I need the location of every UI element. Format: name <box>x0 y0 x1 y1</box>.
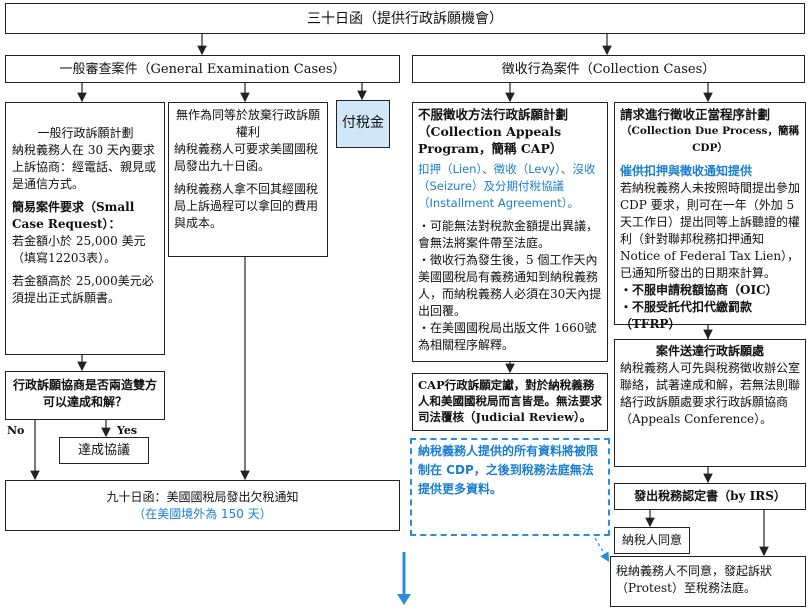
cap-blue-text: 扣押（Lien）、徵收（Levy）、沒收（Seizure）及分期付稅協議（Ins… <box>418 162 596 210</box>
pay-tax-label: 付稅金 <box>342 115 384 131</box>
general-examination-title: 一般審查案件（General Examination Cases） <box>59 62 346 77</box>
cap-box: 不服徵收方法行政訴願計劃（Collection Appeals Program，… <box>412 102 608 362</box>
thirty-day-letter-box: 三十日函（提供行政訴願機會） <box>5 3 805 34</box>
cap-bullet-1: ‧可能無法對稅款金額提出異議，會無法將案件帶至法庭。 <box>418 219 599 250</box>
no-label: No <box>7 424 25 437</box>
general-examination-box: 一般審查案件（General Examination Cases） <box>5 55 400 83</box>
thirty-day-letter-title: 三十日函（提供行政訴願機會） <box>307 11 503 27</box>
appeal-plan-box: 一般行政訴願計劃 納稅義務人在 30 天內要求上訴協商：經電話、親見或是通信方式… <box>5 102 165 355</box>
collection-cases-box: 徵收行為案件（Collection Cases） <box>412 55 805 83</box>
small-case-text-1: 若金額小於 25,000 美元（填寫12203表）。 <box>12 234 146 265</box>
cap-note-text: 納稅義務人提供的所有資料將被限制在 CDP，之後到稅務法庭無法提供更多資料。 <box>418 444 599 496</box>
cdp-text: 若納稅義務人未按照時間提出參加 CDP 要求，則可在一年（外加 5 天工作日）提… <box>620 181 801 280</box>
cdp-bullet-1: ‧不服申請稅額協商（OIC） <box>620 283 778 297</box>
settled-label: 達成協議 <box>77 443 130 458</box>
cdp-box: 請求進行徵收正當程序計劃 （Collection Due Process，簡稱 … <box>614 102 806 331</box>
cap-title: 不服徵收方法行政訴願計劃（Collection Appeals Program，… <box>418 107 569 156</box>
cdp-bullet-2: ‧不服受託代扣代繳罰款（TFRP） <box>620 300 753 331</box>
taxpayer-disagrees-box: 稅納義務人不同意，發起訴狀（Protest）至稅務法庭。 <box>610 556 806 607</box>
cap-bullet-2: ‧徵收行為發生後，5 個工作天內美國國稅局有義務通知到納稅義務人，而納稅義務人必… <box>418 253 602 318</box>
cap-decision-text: CAP行政訴願定讞，對於納稅義務人和美國國稅局而言皆是。無法要求司法覆核（Jud… <box>418 378 602 424</box>
waiver-text-1: 納稅義務人可要求美國國稅局發出九十日函。 <box>174 142 319 173</box>
settlement-question-text: 行政訴願協商是否兩造雙方可以達成和解？ <box>12 378 157 409</box>
waiver-title: 無作為同等於放棄行政訴願權利 <box>175 108 320 139</box>
appeals-office-box: 案件送達行政訴願處 納稅義務人可先與稅務徵收辦公室聯絡，試著達成和解，若無法則聯… <box>614 339 806 467</box>
cdp-subtitle: （Collection Due Process，簡稱 CDP） <box>621 125 799 154</box>
settled-box: 達成協議 <box>59 437 149 464</box>
determination-box: 發出稅務認定書（by IRS） <box>614 483 806 510</box>
cap-decision-box: CAP行政訴願定讞，對於納稅義務人和美國國稅局而言皆是。無法要求司法覆核（Jud… <box>412 373 608 431</box>
cap-bullet-3: ‧在美國國稅局出版文件 1660號為相關程序解釋。 <box>418 321 597 352</box>
taxpayer-disagrees-text: 稅納義務人不同意，發起訴狀（Protest）至稅務法庭。 <box>616 564 773 595</box>
waiver-box: 無作為同等於放棄行政訴願權利 納稅義務人可要求美國國稅局發出九十日函。 納稅義務… <box>168 102 328 257</box>
settlement-question-box: 行政訴願協商是否兩造雙方可以達成和解？ <box>5 371 165 420</box>
appeal-plan-title: 一般行政訴願計劃 <box>37 126 134 140</box>
small-case-text-2: 若金額高於 25,000美元必須提出正式訴願書。 <box>12 274 154 305</box>
ninety-day-letter-text: 九十日函：美國國稅局發出欠稅通知 <box>106 490 299 504</box>
yes-label: Yes <box>117 424 138 437</box>
appeals-office-title: 案件送達行政訴願處 <box>655 344 764 358</box>
taxpayer-agrees-text: 納稅人同意 <box>621 533 682 547</box>
waiver-text-2: 納稅義務人拿不回其經國稅局上訴過程可以拿回的費用與成本。 <box>174 182 319 230</box>
ninety-day-letter-sub: （在美國境外為 150 天） <box>133 507 272 521</box>
appeals-office-text: 納稅義務人可先與稅務徵收辦公室聯絡，試著達成和解，若無法則聯絡行政訴願處要求行政… <box>620 361 801 426</box>
cap-note-box: 納稅義務人提供的所有資料將被限制在 CDP，之後到稅務法庭無法提供更多資料。 <box>410 438 610 536</box>
determination-text: 發出稅務認定書（by IRS） <box>634 489 786 503</box>
collection-cases-title: 徵收行為案件（Collection Cases） <box>501 62 716 77</box>
appeal-plan-text: 納稅義務人在 30 天內要求上訴協商：經電話、親見或是通信方式。 <box>12 143 157 191</box>
pay-tax-box: 付稅金 <box>336 100 390 148</box>
cdp-blue-text: 催供扣押與徵收通知提供 <box>620 164 753 178</box>
taxpayer-agrees-box: 納稅人同意 <box>614 527 690 554</box>
cdp-title: 請求進行徵收正當程序計劃 <box>620 107 771 122</box>
ninety-day-letter-box: 九十日函：美國國稅局發出欠稅通知 （在美國境外為 150 天） <box>5 480 400 531</box>
small-case-title: 簡易案件要求（Small Case Request）： <box>12 200 135 231</box>
